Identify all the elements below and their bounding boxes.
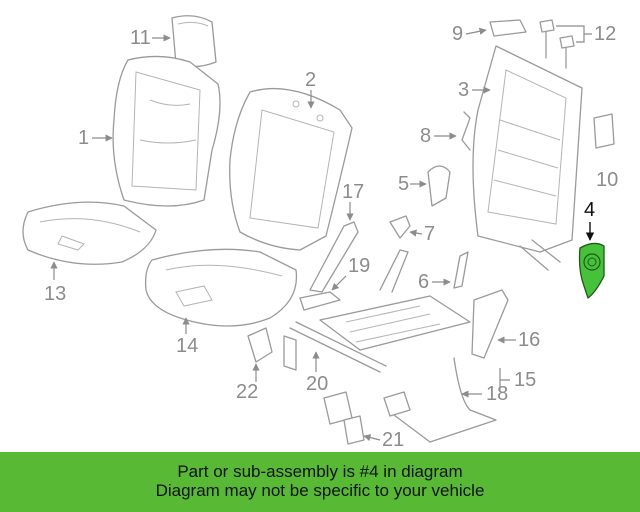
bracket-part-10[interactable] xyxy=(593,113,615,149)
callout-11[interactable]: 11 xyxy=(130,27,151,49)
callout-9[interactable]: 9 xyxy=(452,23,463,45)
callout-4[interactable]: 4 xyxy=(584,199,595,221)
rail-part-20[interactable] xyxy=(283,321,387,425)
callout-8[interactable]: 8 xyxy=(420,125,431,147)
callout-1[interactable]: 1 xyxy=(78,127,89,149)
seat-frame xyxy=(319,249,471,351)
callout-22[interactable]: 22 xyxy=(236,381,258,403)
callout-6[interactable]: 6 xyxy=(418,271,429,293)
callout-17[interactable]: 17 xyxy=(342,181,364,203)
seat-cushion-part-14[interactable] xyxy=(144,248,298,327)
callout-3[interactable]: 3 xyxy=(458,79,469,101)
clip-part-7[interactable] xyxy=(389,215,411,239)
bracket-part-21[interactable] xyxy=(343,415,365,445)
link-part-6[interactable] xyxy=(453,251,469,289)
callout-16[interactable]: 16 xyxy=(518,329,540,351)
callout-7[interactable]: 7 xyxy=(424,223,435,245)
callout-12[interactable]: 12 xyxy=(594,23,616,45)
callout-14[interactable]: 14 xyxy=(176,335,198,357)
callout-5[interactable]: 5 xyxy=(398,173,409,195)
highlighted-part-4[interactable] xyxy=(578,242,605,300)
bracket-part-22[interactable] xyxy=(247,327,273,363)
seatback-frame-part-3[interactable] xyxy=(472,45,583,271)
callout-20[interactable]: 20 xyxy=(306,373,328,395)
seat-back-part-1[interactable] xyxy=(112,55,221,207)
hinge-part-8[interactable] xyxy=(461,111,471,151)
guide-part-12[interactable] xyxy=(539,19,575,69)
cable-part-15[interactable] xyxy=(383,357,497,443)
seat-back-part-2[interactable] xyxy=(229,87,353,251)
banner-line-1: Part or sub-assembly is #4 in diagram xyxy=(177,462,463,481)
cover-part-5[interactable] xyxy=(427,165,451,207)
callout-10[interactable]: 10 xyxy=(596,169,618,191)
callout-21[interactable]: 21 xyxy=(382,429,404,450)
seat-parts-diagram: 11 1 13 2 14 17 19 xyxy=(22,15,618,450)
callout-18[interactable]: 18 xyxy=(486,383,508,405)
callout-15[interactable]: 15 xyxy=(514,369,536,391)
callout-19[interactable]: 19 xyxy=(348,255,370,277)
info-banner: Part or sub-assembly is #4 in diagram Di… xyxy=(0,452,640,512)
seat-cushion-part-13[interactable] xyxy=(22,201,157,265)
trim-part-17[interactable] xyxy=(309,221,359,293)
callout-13[interactable]: 13 xyxy=(44,283,66,305)
bracket-part-19[interactable] xyxy=(299,291,341,311)
trim-part-16[interactable] xyxy=(471,289,509,359)
banner-line-2: Diagram may not be specific to your vehi… xyxy=(155,481,485,500)
callout-2[interactable]: 2 xyxy=(305,69,316,91)
latch-part-9[interactable] xyxy=(489,19,527,37)
